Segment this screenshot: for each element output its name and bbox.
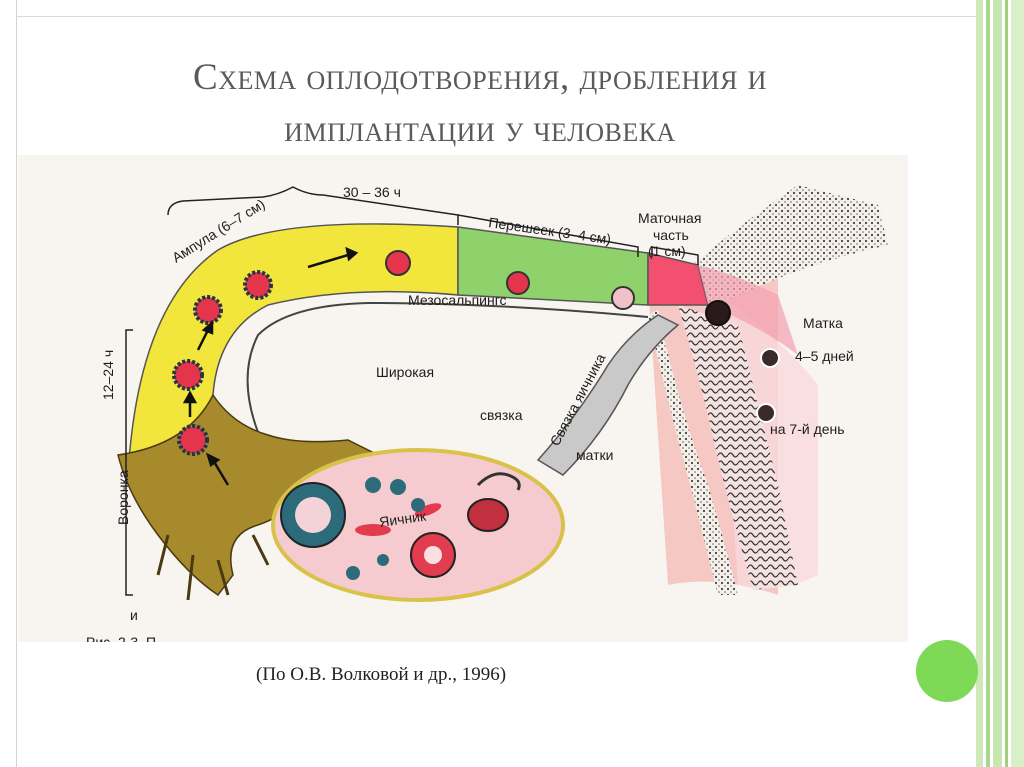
- label-uterine-part-3: (1 см): [648, 243, 686, 259]
- label-of-uterus: матки: [576, 447, 613, 463]
- follicle-large-cavity: [424, 546, 442, 564]
- label-uterine-part-2: часть: [653, 227, 689, 243]
- blastocyst-day-7: [756, 403, 776, 423]
- label-uterine-part-1: Маточная: [638, 210, 701, 226]
- ovary-vessel: [476, 472, 521, 491]
- follicle-small-5: [377, 554, 389, 566]
- atretic-body-2: [414, 503, 442, 517]
- ovulating-follicle-cavity: [295, 497, 331, 533]
- arrow-4-head: [345, 246, 359, 262]
- morula-isthmus: [506, 271, 530, 295]
- slide-title: Схема оплодотворения, дробления и имплан…: [90, 52, 870, 156]
- arrow-1: [211, 459, 230, 486]
- atretic-body-1: [355, 524, 391, 536]
- follicle-small-3: [411, 498, 425, 512]
- label-time-30-36: 30 – 36 ч: [343, 184, 401, 200]
- follicle-small-4: [346, 566, 360, 580]
- corpus-luteum: [467, 498, 509, 532]
- uterine-part-bracket: [651, 246, 699, 265]
- cleavage-stages: [172, 250, 780, 456]
- label-mesosalpinx: Мезосальпингс: [408, 292, 507, 308]
- decorative-stripes: [976, 0, 1024, 767]
- label-ligament: связка: [480, 407, 523, 423]
- isthmus-bracket: [457, 214, 639, 257]
- follicle-small-1: [365, 477, 381, 493]
- fimbriae: [156, 518, 309, 601]
- follicle-small-2: [390, 479, 406, 495]
- title-line-2: имплантации у человека: [284, 109, 676, 150]
- infundibulum-bracket: [125, 329, 133, 596]
- arrow-4: [307, 253, 349, 269]
- slide-frame-left: [0, 0, 17, 767]
- four-cell-stage: [243, 270, 273, 300]
- slide-frame-top: [16, 0, 976, 17]
- ovary: [271, 448, 565, 602]
- blastocyst-uterus: [705, 300, 731, 326]
- uterus-lower-wall: [648, 310, 738, 595]
- uterine-junction: [698, 265, 798, 355]
- arrow-1-head: [205, 452, 221, 468]
- movement-arrows: [182, 246, 359, 486]
- label-broad: Широкая: [376, 364, 434, 380]
- endometrium: [678, 305, 798, 590]
- title-line-1: Схема оплодотворения, дробления и: [193, 57, 767, 98]
- label-figure-fragment: Рис. 2-3. П: [86, 634, 156, 642]
- two-cell-stage: [193, 295, 223, 325]
- ovum-fertilization: [177, 424, 209, 456]
- label-day-7: на 7-й день: [770, 421, 845, 437]
- fertilization-diagram: Ампула (6–7 см) 30 – 36 ч Перешеек (3–4 …: [18, 155, 908, 642]
- ovarian-ligament: [536, 314, 680, 476]
- morula-ampulla: [385, 250, 411, 276]
- arrow-3: [196, 329, 210, 351]
- decorative-green-circle: [916, 640, 978, 702]
- blastocyst-day-4-5: [760, 348, 780, 368]
- source-caption: (По О.В. Волковой и др., 1996): [256, 664, 507, 685]
- label-letter-i: и: [130, 607, 138, 623]
- blastocyst-entering: [611, 286, 635, 310]
- arrow-2-head: [182, 390, 198, 404]
- zygote: [172, 359, 204, 391]
- label-time-12-24: 12–24 ч: [100, 350, 116, 400]
- mesosalpinx-outline: [246, 301, 649, 456]
- label-uterus: Матка: [803, 315, 843, 331]
- ampulla-bracket: [167, 186, 459, 216]
- label-infundibulum: Воронка: [115, 470, 131, 525]
- label-ovary: Яичник: [378, 507, 428, 529]
- arrow-3-head: [201, 320, 214, 335]
- label-days-4-5: 4–5 дней: [795, 348, 854, 364]
- diagram: Ампула (6–7 см) 30 – 36 ч Перешеек (3–4 …: [18, 155, 908, 642]
